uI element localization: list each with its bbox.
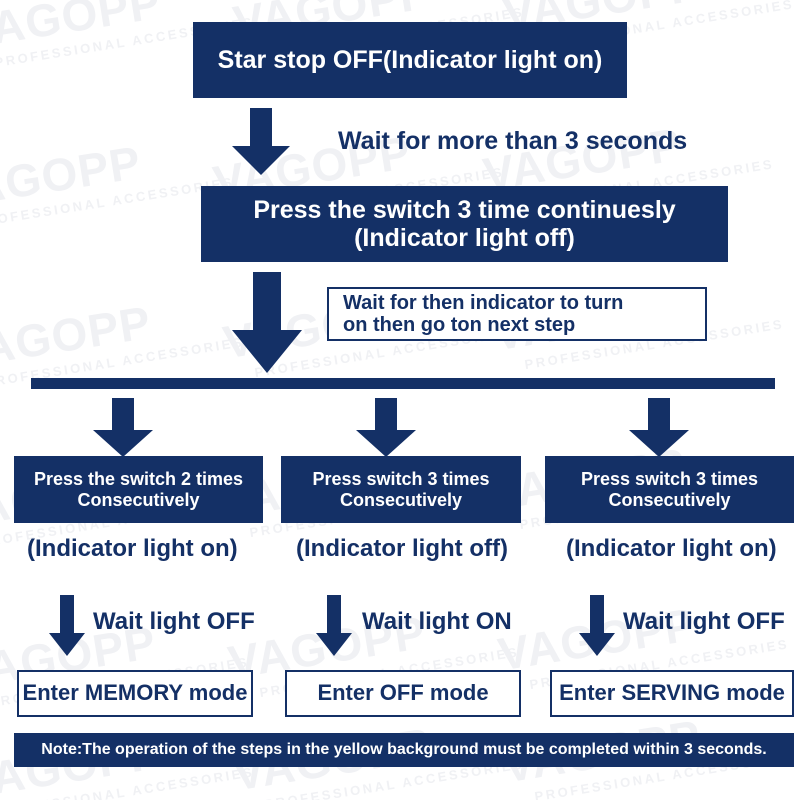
arrow-down-branch-3-icon: [628, 398, 690, 458]
watermark-subtext: PROFESSIONAL ACCESSORIES: [0, 174, 236, 231]
arrow-down-result-3-icon: [578, 595, 616, 657]
branch-2-action-line2: Consecutively: [339, 489, 463, 510]
arrow-down-branch-1-icon: [92, 398, 154, 458]
branch-1-result-box: Enter MEMORY mode: [17, 670, 253, 717]
arrow-down-2-icon: [231, 272, 303, 374]
branch-3-indicator-label: (Indicator light on): [566, 535, 777, 562]
footer-note-label: Note:The operation of the steps in the y…: [41, 741, 767, 759]
branch-1-action-line1: Press the switch 2 times: [33, 469, 244, 490]
branch-3-result-label: Enter SERVING mode: [559, 680, 785, 706]
branch-3-wait-label: Wait light OFF: [623, 608, 785, 635]
branch-1-indicator-label: (Indicator light on): [27, 535, 238, 562]
branch-2-wait-label: Wait light ON: [362, 608, 512, 635]
step-press-switch-3-line1: Press the switch 3 time continuesly: [253, 196, 676, 224]
branch-2-action-line1: Press switch 3 times: [312, 469, 490, 490]
step-press-switch-3-line2: (Indicator light off): [354, 224, 575, 252]
arrow-down-1-icon: [231, 108, 291, 176]
wait-indicator-note-box: Wait for then indicator to turn on then …: [327, 287, 707, 341]
branch-2-indicator-label: (Indicator light off): [296, 535, 508, 562]
step-press-switch-3-box: Press the switch 3 time continuesly (Ind…: [201, 186, 728, 262]
arrow-down-result-1-icon: [48, 595, 86, 657]
branch-2-result-label: Enter OFF mode: [317, 680, 489, 706]
step-start-label: Star stop OFF(Indicator light on): [217, 46, 603, 74]
arrow-down-branch-2-icon: [355, 398, 417, 458]
watermark-subtext: PROFESSIONAL ACCESSORIES: [0, 764, 256, 800]
branch-3-result-box: Enter SERVING mode: [550, 670, 794, 717]
branch-1-action-line2: Consecutively: [77, 489, 200, 510]
branch-3-action-line2: Consecutively: [608, 489, 731, 510]
wait-3-seconds-label: Wait for more than 3 seconds: [338, 127, 688, 155]
watermark-text: VAGOPP: [0, 295, 155, 379]
branch-2-result-box: Enter OFF mode: [285, 670, 521, 717]
branch-3-action-box: Press switch 3 times Consecutively: [545, 456, 794, 523]
wait-indicator-line1: Wait for then indicator to turn: [343, 291, 624, 314]
wait-indicator-line2: on then go ton next step: [343, 314, 576, 336]
branch-3-action-line1: Press switch 3 times: [580, 469, 759, 490]
branch-split-bar: [31, 378, 775, 389]
arrow-down-result-2-icon: [315, 595, 353, 657]
branch-1-wait-label: Wait light OFF: [93, 608, 255, 635]
watermark-text: VAGOPP: [0, 135, 145, 219]
step-start-box: Star stop OFF(Indicator light on): [193, 22, 627, 98]
footer-note-bar: Note:The operation of the steps in the y…: [14, 733, 794, 767]
branch-1-action-box: Press the switch 2 times Consecutively: [14, 456, 263, 523]
branch-1-result-label: Enter MEMORY mode: [22, 680, 248, 706]
branch-2-action-box: Press switch 3 times Consecutively: [281, 456, 521, 523]
